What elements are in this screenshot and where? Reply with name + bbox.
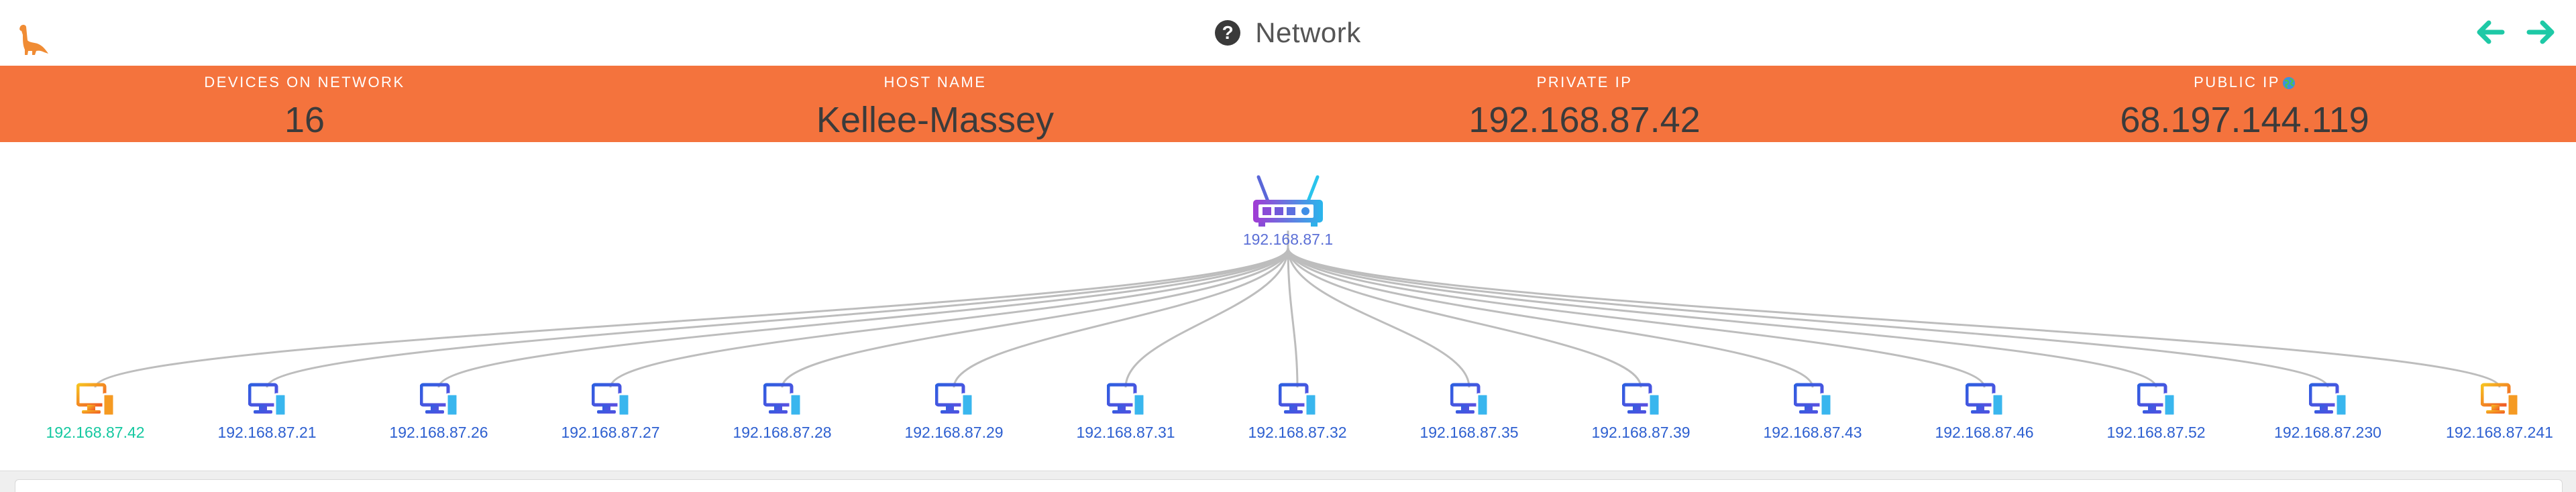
network-link	[1287, 247, 2501, 388]
device-node[interactable]: 192.168.87.32	[1237, 382, 1358, 449]
device-node[interactable]: 192.168.87.241	[2439, 382, 2560, 449]
network-link	[1287, 247, 2157, 388]
stat-value: 16	[284, 100, 325, 140]
dinosaur-icon[interactable]	[15, 20, 52, 58]
network-link	[1124, 247, 1289, 388]
network-info-bar: DEVICES ON NETWORK 16 HOST NAME Kellee-M…	[0, 66, 2576, 142]
device-node[interactable]: 192.168.87.31	[1065, 382, 1186, 449]
device-node[interactable]: 192.168.87.21	[207, 382, 327, 449]
device-ip-label: 192.168.87.42	[46, 424, 145, 441]
computer-icon	[1966, 383, 2004, 417]
stat-value: Kellee-Massey	[816, 100, 1055, 140]
device-node[interactable]: 192.168.87.27	[550, 382, 671, 449]
device-ip-label: 192.168.87.27	[561, 424, 660, 441]
stat-devices-on-network: DEVICES ON NETWORK 16	[70, 66, 539, 142]
device-node[interactable]: 192.168.87.29	[894, 382, 1014, 449]
device-ip-label: 192.168.87.230	[2274, 424, 2381, 441]
device-ip-label: 192.168.87.241	[2446, 424, 2553, 441]
device-ip-label: 192.168.87.29	[904, 424, 1004, 441]
computer-icon	[420, 383, 459, 417]
stat-private-ip: PRIVATE IP 192.168.87.42	[1350, 66, 1819, 142]
stat-host-name: HOST NAME Kellee-Massey	[700, 66, 1170, 142]
router-ip-label[interactable]: 192.168.87.1	[1242, 231, 1334, 248]
title-group: ? Network	[0, 0, 2576, 66]
stat-label: HOST NAME	[883, 74, 987, 90]
computer-icon	[763, 383, 802, 417]
device-node[interactable]: 192.168.87.43	[1752, 382, 1873, 449]
computer-icon	[1279, 383, 1318, 417]
question-circle-icon[interactable]: ?	[1215, 20, 1241, 46]
device-ip-label: 192.168.87.46	[1935, 424, 2034, 441]
computer-icon	[1794, 383, 1833, 417]
network-link	[781, 247, 1289, 388]
device-ip-label: 192.168.87.43	[1763, 424, 1862, 441]
device-node[interactable]: 192.168.87.26	[378, 382, 499, 449]
network-link	[94, 247, 1289, 388]
network-link	[1287, 247, 1814, 388]
network-link	[1287, 247, 1642, 388]
stat-value: 68.197.144.119	[2120, 100, 2369, 140]
title-bar: ? Network	[0, 0, 2576, 66]
computer-icon	[592, 383, 631, 417]
page-title: Network	[1255, 17, 1361, 48]
network-link	[266, 247, 1289, 388]
arrow-right-icon[interactable]	[2526, 17, 2556, 47]
device-node[interactable]: 192.168.87.46	[1924, 382, 2045, 449]
computer-icon	[76, 383, 115, 417]
network-link	[953, 247, 1289, 388]
details-panel[interactable]	[15, 479, 2563, 492]
device-ip-label: 192.168.87.21	[217, 424, 317, 441]
device-ip-label: 192.168.87.28	[733, 424, 832, 441]
device-node[interactable]: 192.168.87.42	[35, 382, 156, 449]
network-links	[94, 231, 2501, 388]
arrow-left-icon[interactable]	[2475, 17, 2505, 47]
device-node[interactable]: 192.168.87.52	[2096, 382, 2216, 449]
device-ip-label: 192.168.87.39	[1591, 424, 1690, 441]
network-link	[1287, 247, 2329, 388]
globe-icon	[2282, 77, 2295, 90]
computer-icon	[2309, 383, 2348, 417]
device-node[interactable]: 192.168.87.28	[722, 382, 843, 449]
computer-icon	[248, 383, 287, 417]
stat-label-text: PUBLIC IP	[2194, 74, 2280, 90]
computer-icon	[2137, 383, 2176, 417]
device-node[interactable]: 192.168.87.35	[1409, 382, 1529, 449]
computer-icon	[2481, 383, 2520, 417]
computer-icon	[1107, 383, 1146, 417]
network-link	[1287, 247, 1986, 388]
network-graph: 192.168.87.1 192.168.87.42 192.168.87.21	[0, 142, 2576, 471]
device-ip-label: 192.168.87.35	[1419, 424, 1519, 441]
network-link	[1287, 247, 1470, 388]
network-link	[609, 247, 1289, 388]
bottom-panel	[0, 471, 2576, 492]
network-link	[437, 247, 1289, 388]
device-ip-label: 192.168.87.52	[2106, 424, 2206, 441]
device-ip-label: 192.168.87.26	[389, 424, 488, 441]
router-icon[interactable]	[1249, 174, 1327, 235]
stat-label: PUBLIC IP	[2010, 74, 2479, 91]
device-ip-label: 192.168.87.31	[1076, 424, 1175, 441]
stat-value: 192.168.87.42	[1468, 100, 1701, 140]
computer-icon	[935, 383, 974, 417]
device-node[interactable]: 192.168.87.230	[2267, 382, 2388, 449]
computer-icon	[1450, 383, 1489, 417]
network-link	[1287, 247, 1299, 388]
stat-public-ip: PUBLIC IP 68.197.144.119	[2010, 66, 2479, 142]
device-ip-label: 192.168.87.32	[1248, 424, 1347, 441]
computer-icon	[1622, 383, 1661, 417]
stat-label: DEVICES ON NETWORK	[204, 74, 405, 90]
stat-label: PRIVATE IP	[1536, 74, 1633, 90]
device-node[interactable]: 192.168.87.39	[1580, 382, 1701, 449]
